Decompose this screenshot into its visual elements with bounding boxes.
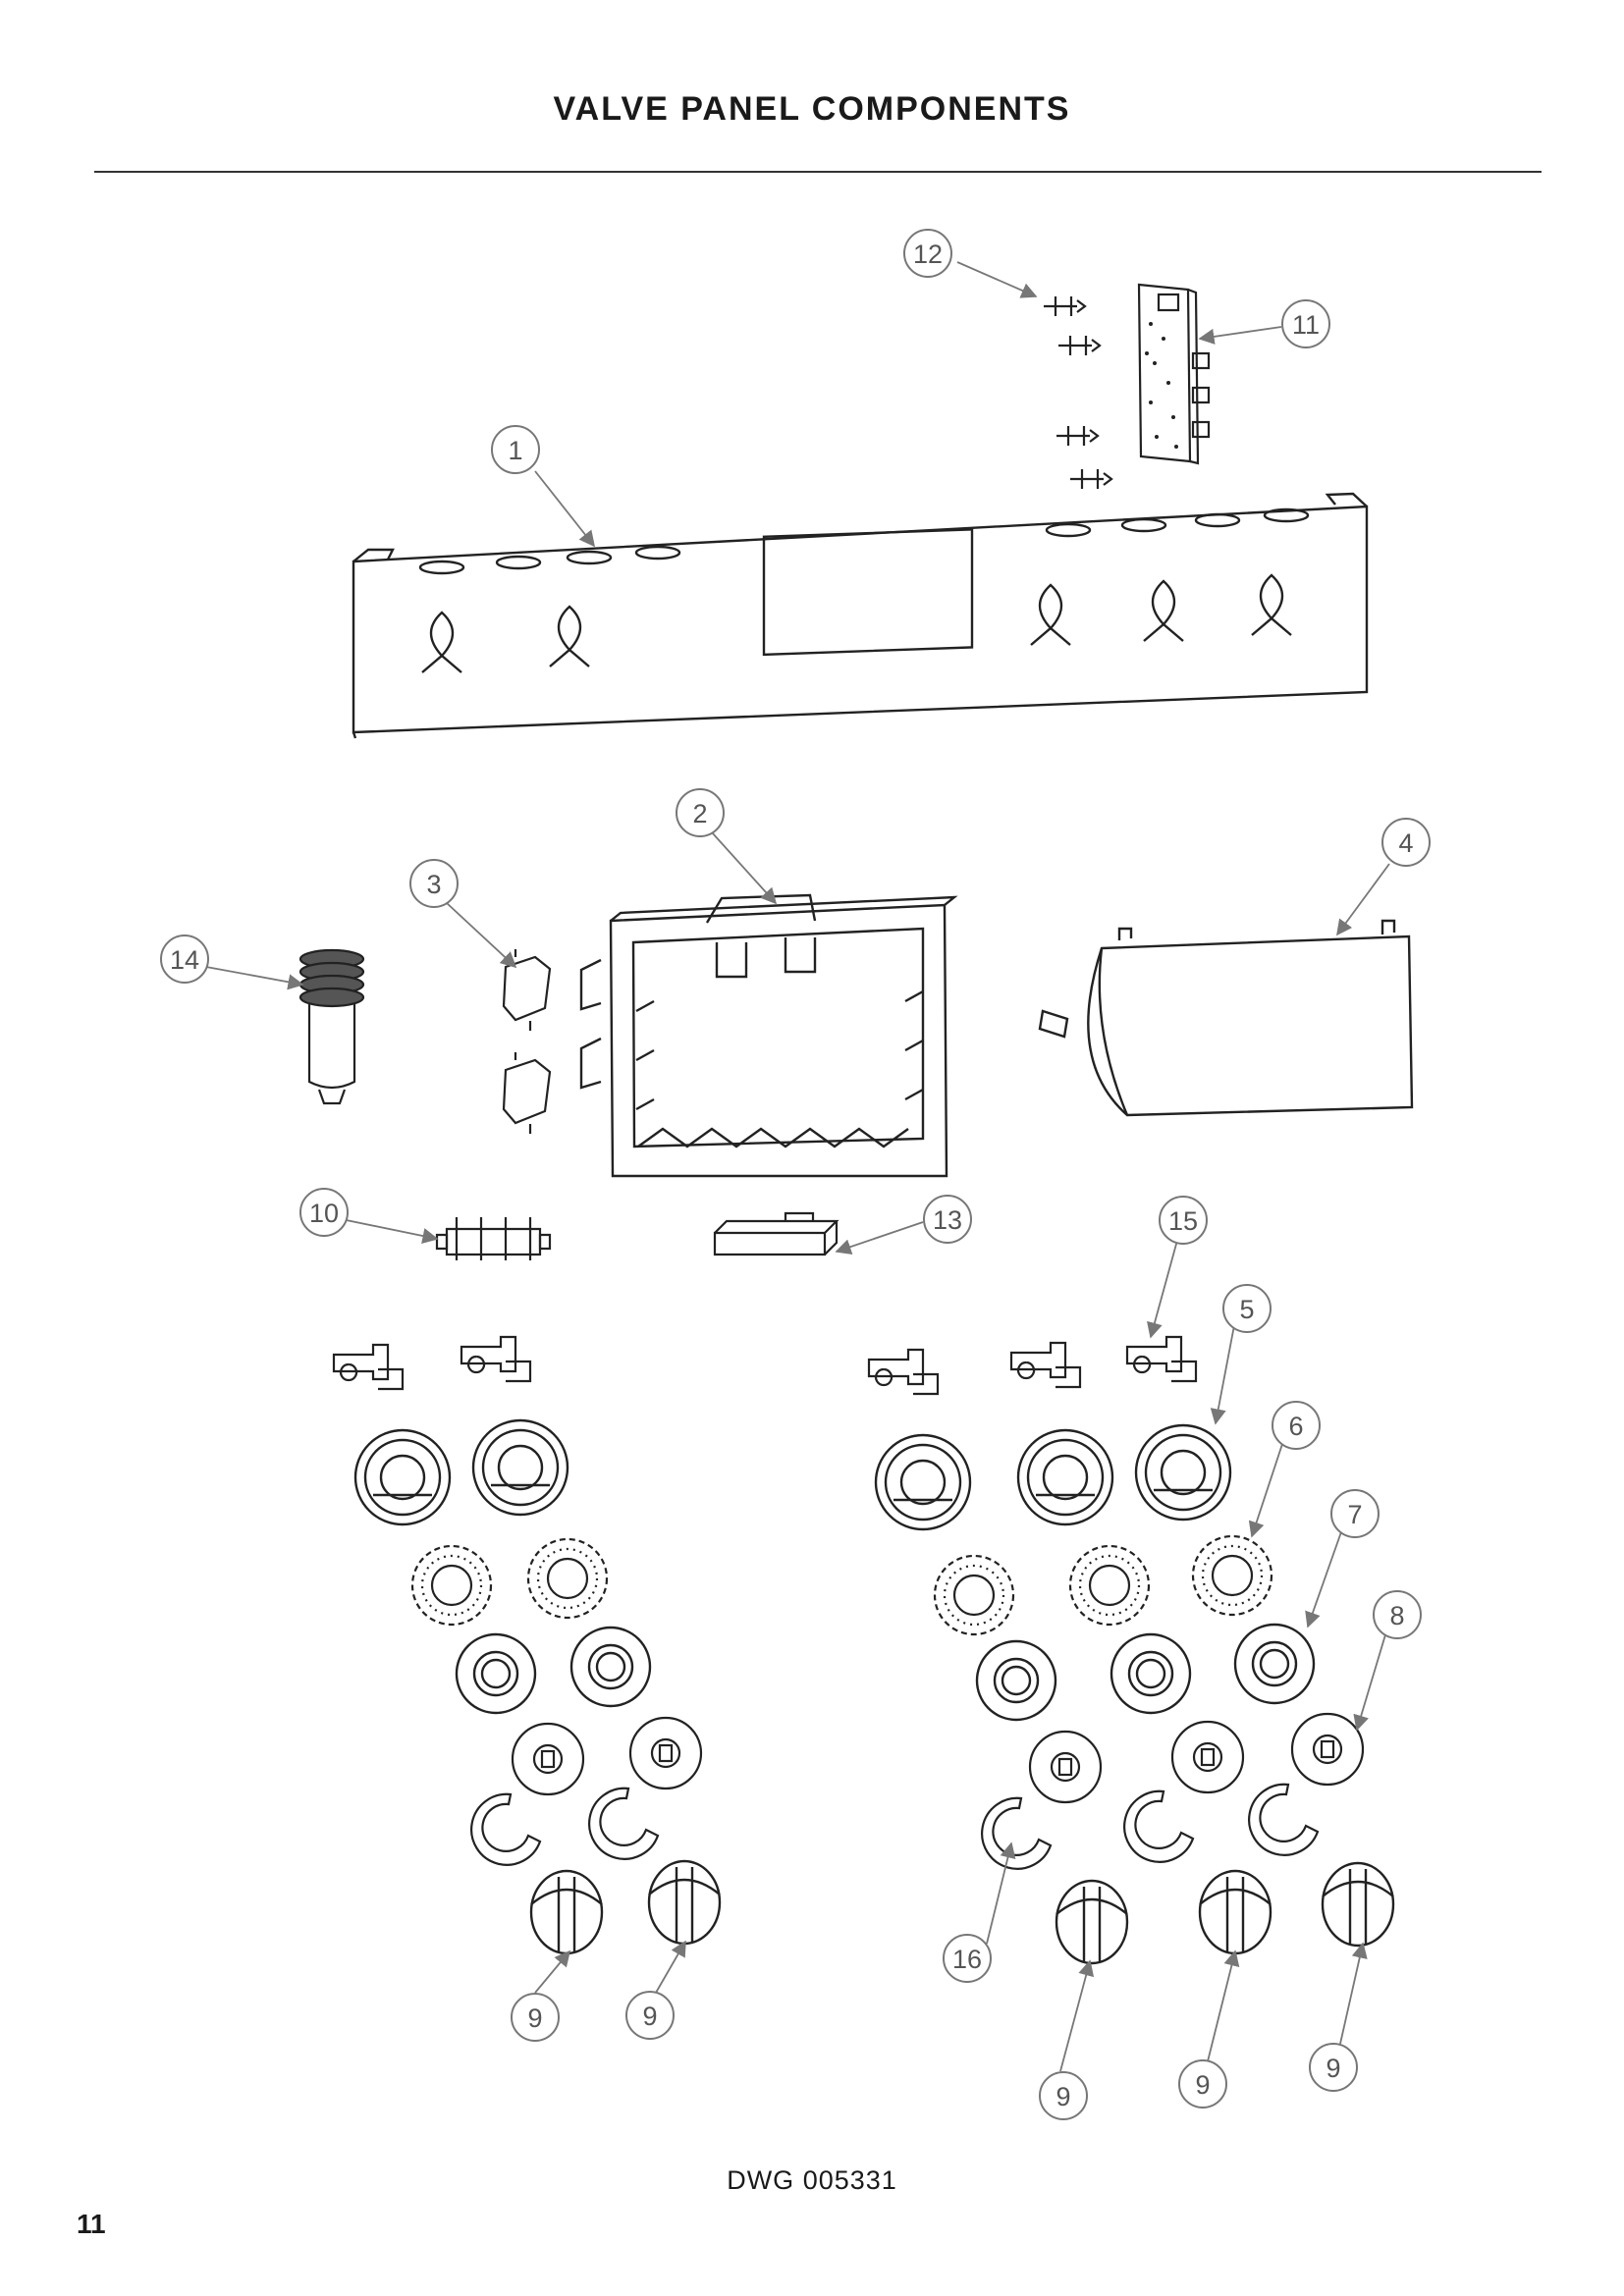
led-ring-boards <box>410 1534 1273 1636</box>
callout-11: 11 <box>1281 299 1330 348</box>
svg-text:4: 4 <box>1398 828 1413 858</box>
retaining-clips <box>470 1783 1320 1870</box>
svg-text:9: 9 <box>527 2003 542 2033</box>
svg-text:5: 5 <box>1239 1295 1254 1324</box>
svg-text:9: 9 <box>1056 2082 1070 2111</box>
svg-text:7: 7 <box>1347 1500 1362 1529</box>
svg-text:2: 2 <box>692 799 707 828</box>
callout-9c: 9 <box>1039 2071 1088 2120</box>
callout-13: 13 <box>923 1195 972 1244</box>
terminal-block <box>435 1217 552 1260</box>
page-title: VALVE PANEL COMPONENTS <box>553 90 1071 128</box>
svg-text:13: 13 <box>933 1205 962 1235</box>
callout-12: 12 <box>903 229 952 278</box>
callout-9e: 9 <box>1309 2043 1358 2092</box>
valve-switch-brackets <box>332 1335 1198 1396</box>
ignition-switch-brackets <box>502 949 552 1134</box>
callout-5: 5 <box>1222 1284 1272 1333</box>
callout-15: 15 <box>1159 1196 1208 1245</box>
callout-9b: 9 <box>625 1991 675 2040</box>
control-panel-fascia <box>352 492 1369 739</box>
svg-text:1: 1 <box>508 436 522 465</box>
callout-14: 14 <box>160 934 209 984</box>
electronic-module <box>713 1211 839 1256</box>
callout-7: 7 <box>1330 1489 1380 1538</box>
callout-8: 8 <box>1373 1590 1422 1639</box>
knob-bases <box>511 1712 1365 1804</box>
svg-text:3: 3 <box>426 870 441 899</box>
svg-text:6: 6 <box>1288 1412 1303 1441</box>
svg-text:12: 12 <box>913 240 943 269</box>
callout-1: 1 <box>491 425 540 474</box>
callout-9a: 9 <box>511 1993 560 2042</box>
svg-text:9: 9 <box>642 2002 657 2031</box>
mounting-frame <box>579 893 958 1178</box>
callout-16: 16 <box>943 1934 992 1983</box>
rear-cover <box>1038 919 1414 1117</box>
svg-text:9: 9 <box>1326 2054 1340 2083</box>
svg-text:8: 8 <box>1389 1601 1404 1630</box>
control-board-pcb <box>1137 283 1211 465</box>
drawing-number: DWG 005331 <box>727 2165 897 2195</box>
knob-bezels <box>353 1418 1232 1531</box>
svg-text:15: 15 <box>1168 1206 1198 1236</box>
control-knobs <box>529 1859 1395 1965</box>
svg-text:11: 11 <box>1292 310 1320 340</box>
callout-bubbles: 1 2 3 4 5 6 7 8 9 9 9 9 9 10 11 12 13 14… <box>160 229 1431 2120</box>
svg-text:14: 14 <box>170 945 199 975</box>
title-divider <box>94 171 1542 173</box>
callout-6: 6 <box>1272 1401 1321 1450</box>
leader-lines <box>205 261 1390 2072</box>
callout-3: 3 <box>409 859 459 908</box>
light-diffusers <box>455 1623 1316 1722</box>
svg-text:9: 9 <box>1195 2070 1210 2100</box>
callout-9d: 9 <box>1178 2059 1227 2109</box>
rotary-encoder <box>298 948 365 1105</box>
callout-4: 4 <box>1381 818 1431 867</box>
svg-text:16: 16 <box>952 1945 982 1974</box>
callout-2: 2 <box>676 788 725 837</box>
callout-10: 10 <box>299 1188 349 1237</box>
page-number: 11 <box>77 2209 106 2239</box>
pcb-standoff-clips <box>1044 296 1113 489</box>
svg-text:10: 10 <box>309 1199 339 1228</box>
